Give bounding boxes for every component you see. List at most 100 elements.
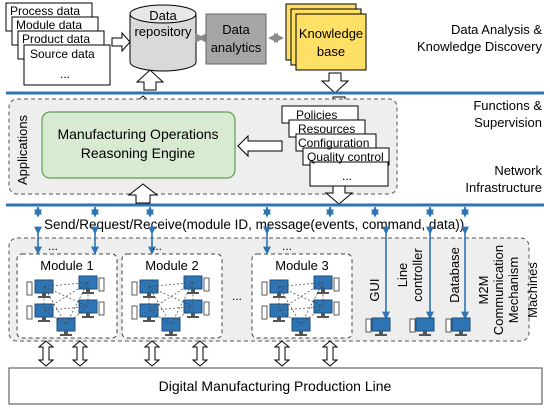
between-modules-ellipsis: ... xyxy=(232,289,242,303)
layer-label-functions-line1: Functions & xyxy=(473,98,542,113)
pc-tower-icon xyxy=(333,277,340,292)
mesh-link xyxy=(43,286,67,325)
production-line-double-arrow xyxy=(143,340,161,367)
pc-tower-icon xyxy=(131,305,138,320)
module-1: Module 1 ... xyxy=(16,239,118,339)
device-line-controller-label-line1: Line xyxy=(395,263,410,288)
source-more: ... xyxy=(60,67,70,81)
rule-configuration: Configuration xyxy=(298,136,369,150)
pc-tower-icon xyxy=(261,305,268,320)
production-line-arrows xyxy=(37,340,339,367)
computer-icon xyxy=(371,317,391,336)
production-line-double-arrow xyxy=(273,340,291,367)
sources-to-repository-arrow xyxy=(111,31,131,53)
mesh-link xyxy=(170,306,194,325)
mesh-link xyxy=(43,282,89,287)
mesh-link xyxy=(278,286,324,307)
production-line-label: Digital Manufacturing Production Line xyxy=(159,378,392,394)
production-line-double-arrow xyxy=(321,340,339,367)
device-line-controller: Line controller xyxy=(395,248,425,302)
device-database-label: Database xyxy=(447,247,462,303)
device-gui-label: GUI xyxy=(367,278,382,301)
pc-tower-icon xyxy=(203,277,210,292)
module-1-more: ... xyxy=(48,239,58,253)
module-2-label: Module 2 xyxy=(145,258,198,273)
pc-tower-icon xyxy=(98,301,105,316)
mesh-link xyxy=(278,310,302,325)
knowledge-label-line1: Knowledge xyxy=(299,26,363,41)
rule-resources: Resources xyxy=(298,122,355,136)
m2m-label-line1: M2M xyxy=(476,276,491,305)
data-repository: Data repository xyxy=(129,4,197,72)
pc-tower-icon xyxy=(131,281,138,296)
mesh-link xyxy=(278,286,302,325)
analytics-label-line1: Data xyxy=(222,22,250,37)
mesh-link xyxy=(278,282,324,311)
pc-tower-icon xyxy=(409,318,416,333)
rules-to-engine-arrow xyxy=(237,134,283,158)
pc-tower-icon xyxy=(365,318,372,333)
pc-tower-icon xyxy=(26,281,33,296)
analytics-label-line2: analytics xyxy=(211,40,262,55)
production-line-double-arrow xyxy=(37,340,55,367)
rule-more: ... xyxy=(342,169,352,183)
layer-label-analysis-line2: Knowledge Discovery xyxy=(417,39,543,54)
mesh-link xyxy=(148,282,194,311)
bus-to-repository-arrow xyxy=(135,69,165,91)
device-database: Database xyxy=(447,247,462,303)
bus-message-arrows xyxy=(34,206,469,218)
knowledge-base: Knowledge base xyxy=(285,3,367,71)
production-line: Digital Manufacturing Production Line xyxy=(8,367,543,405)
layer-label-network-line2: Infrastructure xyxy=(465,180,542,195)
mesh-link xyxy=(148,282,194,287)
mesh-link xyxy=(148,310,172,325)
mesh-link xyxy=(300,306,324,325)
source-source-data: Source data xyxy=(30,47,95,61)
knowledge-to-bus-arrow xyxy=(320,72,350,94)
pc-tower-icon xyxy=(445,318,452,333)
knowledge-label-line2: base xyxy=(317,44,345,59)
network-message: Send/Request/Receive(module ID, message(… xyxy=(44,217,464,232)
production-line-double-arrow xyxy=(71,340,89,367)
bus-to-applications-arrow-lower xyxy=(127,183,159,204)
mesh-link xyxy=(148,286,194,307)
side-device-monitors xyxy=(365,317,471,336)
module-1-label: Module 1 xyxy=(40,258,93,273)
message-machine-arrows xyxy=(34,226,469,320)
repository-label-line2: repository xyxy=(134,24,192,39)
mesh-link xyxy=(148,306,194,311)
m2m-label-line3: Mechanism xyxy=(506,257,521,323)
data-sources-stack: Process data Module data Product data So… xyxy=(5,2,111,86)
mesh-link xyxy=(43,306,89,311)
module-3: Module 3 ... xyxy=(251,239,353,339)
rule-policies: Policies xyxy=(296,108,337,122)
reasoning-engine: Manufacturing Operations Reasoning Engin… xyxy=(41,111,236,179)
engine-label-line1: Manufacturing Operations xyxy=(57,126,218,142)
layer-label-analysis-line1: Data Analysis & xyxy=(451,22,542,37)
m2m-label-line2: Communication xyxy=(491,245,506,335)
pc-tower-icon xyxy=(98,277,105,292)
mesh-link xyxy=(43,286,89,307)
mesh-link xyxy=(43,310,67,325)
data-analytics: Data analytics xyxy=(205,13,267,65)
module-2-more: ... xyxy=(152,239,162,253)
rules-stack: Policies Resources Configuration Quality… xyxy=(281,105,390,187)
module-2: Module 2 ... xyxy=(121,239,223,339)
applications-to-bus-arrow-lower xyxy=(324,185,354,205)
mesh-link xyxy=(278,282,324,287)
applications-side-label: Applications xyxy=(15,114,30,185)
pc-tower-icon xyxy=(26,305,33,320)
computer-icon xyxy=(415,317,435,336)
device-line-controller-label-line2: controller xyxy=(410,248,425,302)
pc-tower-icon xyxy=(203,301,210,316)
mesh-link xyxy=(65,306,89,325)
computer-icon xyxy=(451,317,471,336)
pc-tower-icon xyxy=(333,301,340,316)
machines-side-label: Machines xyxy=(525,262,540,318)
module-3-more: ... xyxy=(282,239,292,253)
pc-tower-icon xyxy=(261,281,268,296)
mesh-link xyxy=(278,306,324,311)
production-line-double-arrow xyxy=(191,340,209,367)
module-3-label: Module 3 xyxy=(275,258,328,273)
